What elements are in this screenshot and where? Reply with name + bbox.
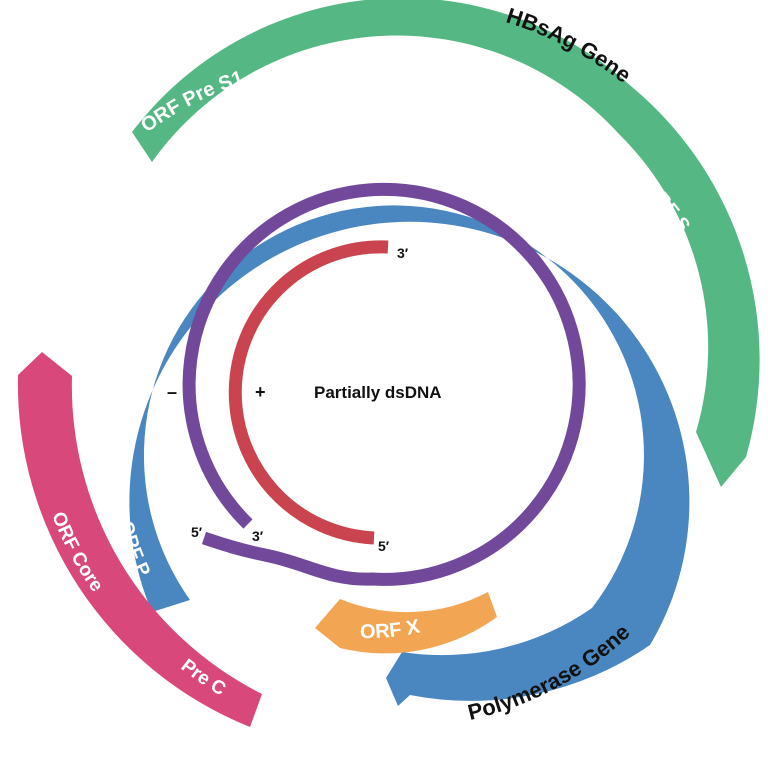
purple-3prime-label: 3′ [252,528,264,544]
minus-sign: – [167,382,177,402]
red-5prime-label: 5′ [378,538,390,554]
core-gene-arc [17,352,262,727]
purple-5prime-label: 5′ [191,524,203,540]
plus-sign: + [255,382,266,402]
minus-strand [182,182,586,586]
orf-pre-s2-label: ORF Pre S2 [333,41,448,69]
center-label: Partially dsDNA [314,383,442,402]
red-3prime-label: 3′ [397,245,409,261]
orf-x-arrow [315,592,497,654]
plus-strand [228,240,389,545]
